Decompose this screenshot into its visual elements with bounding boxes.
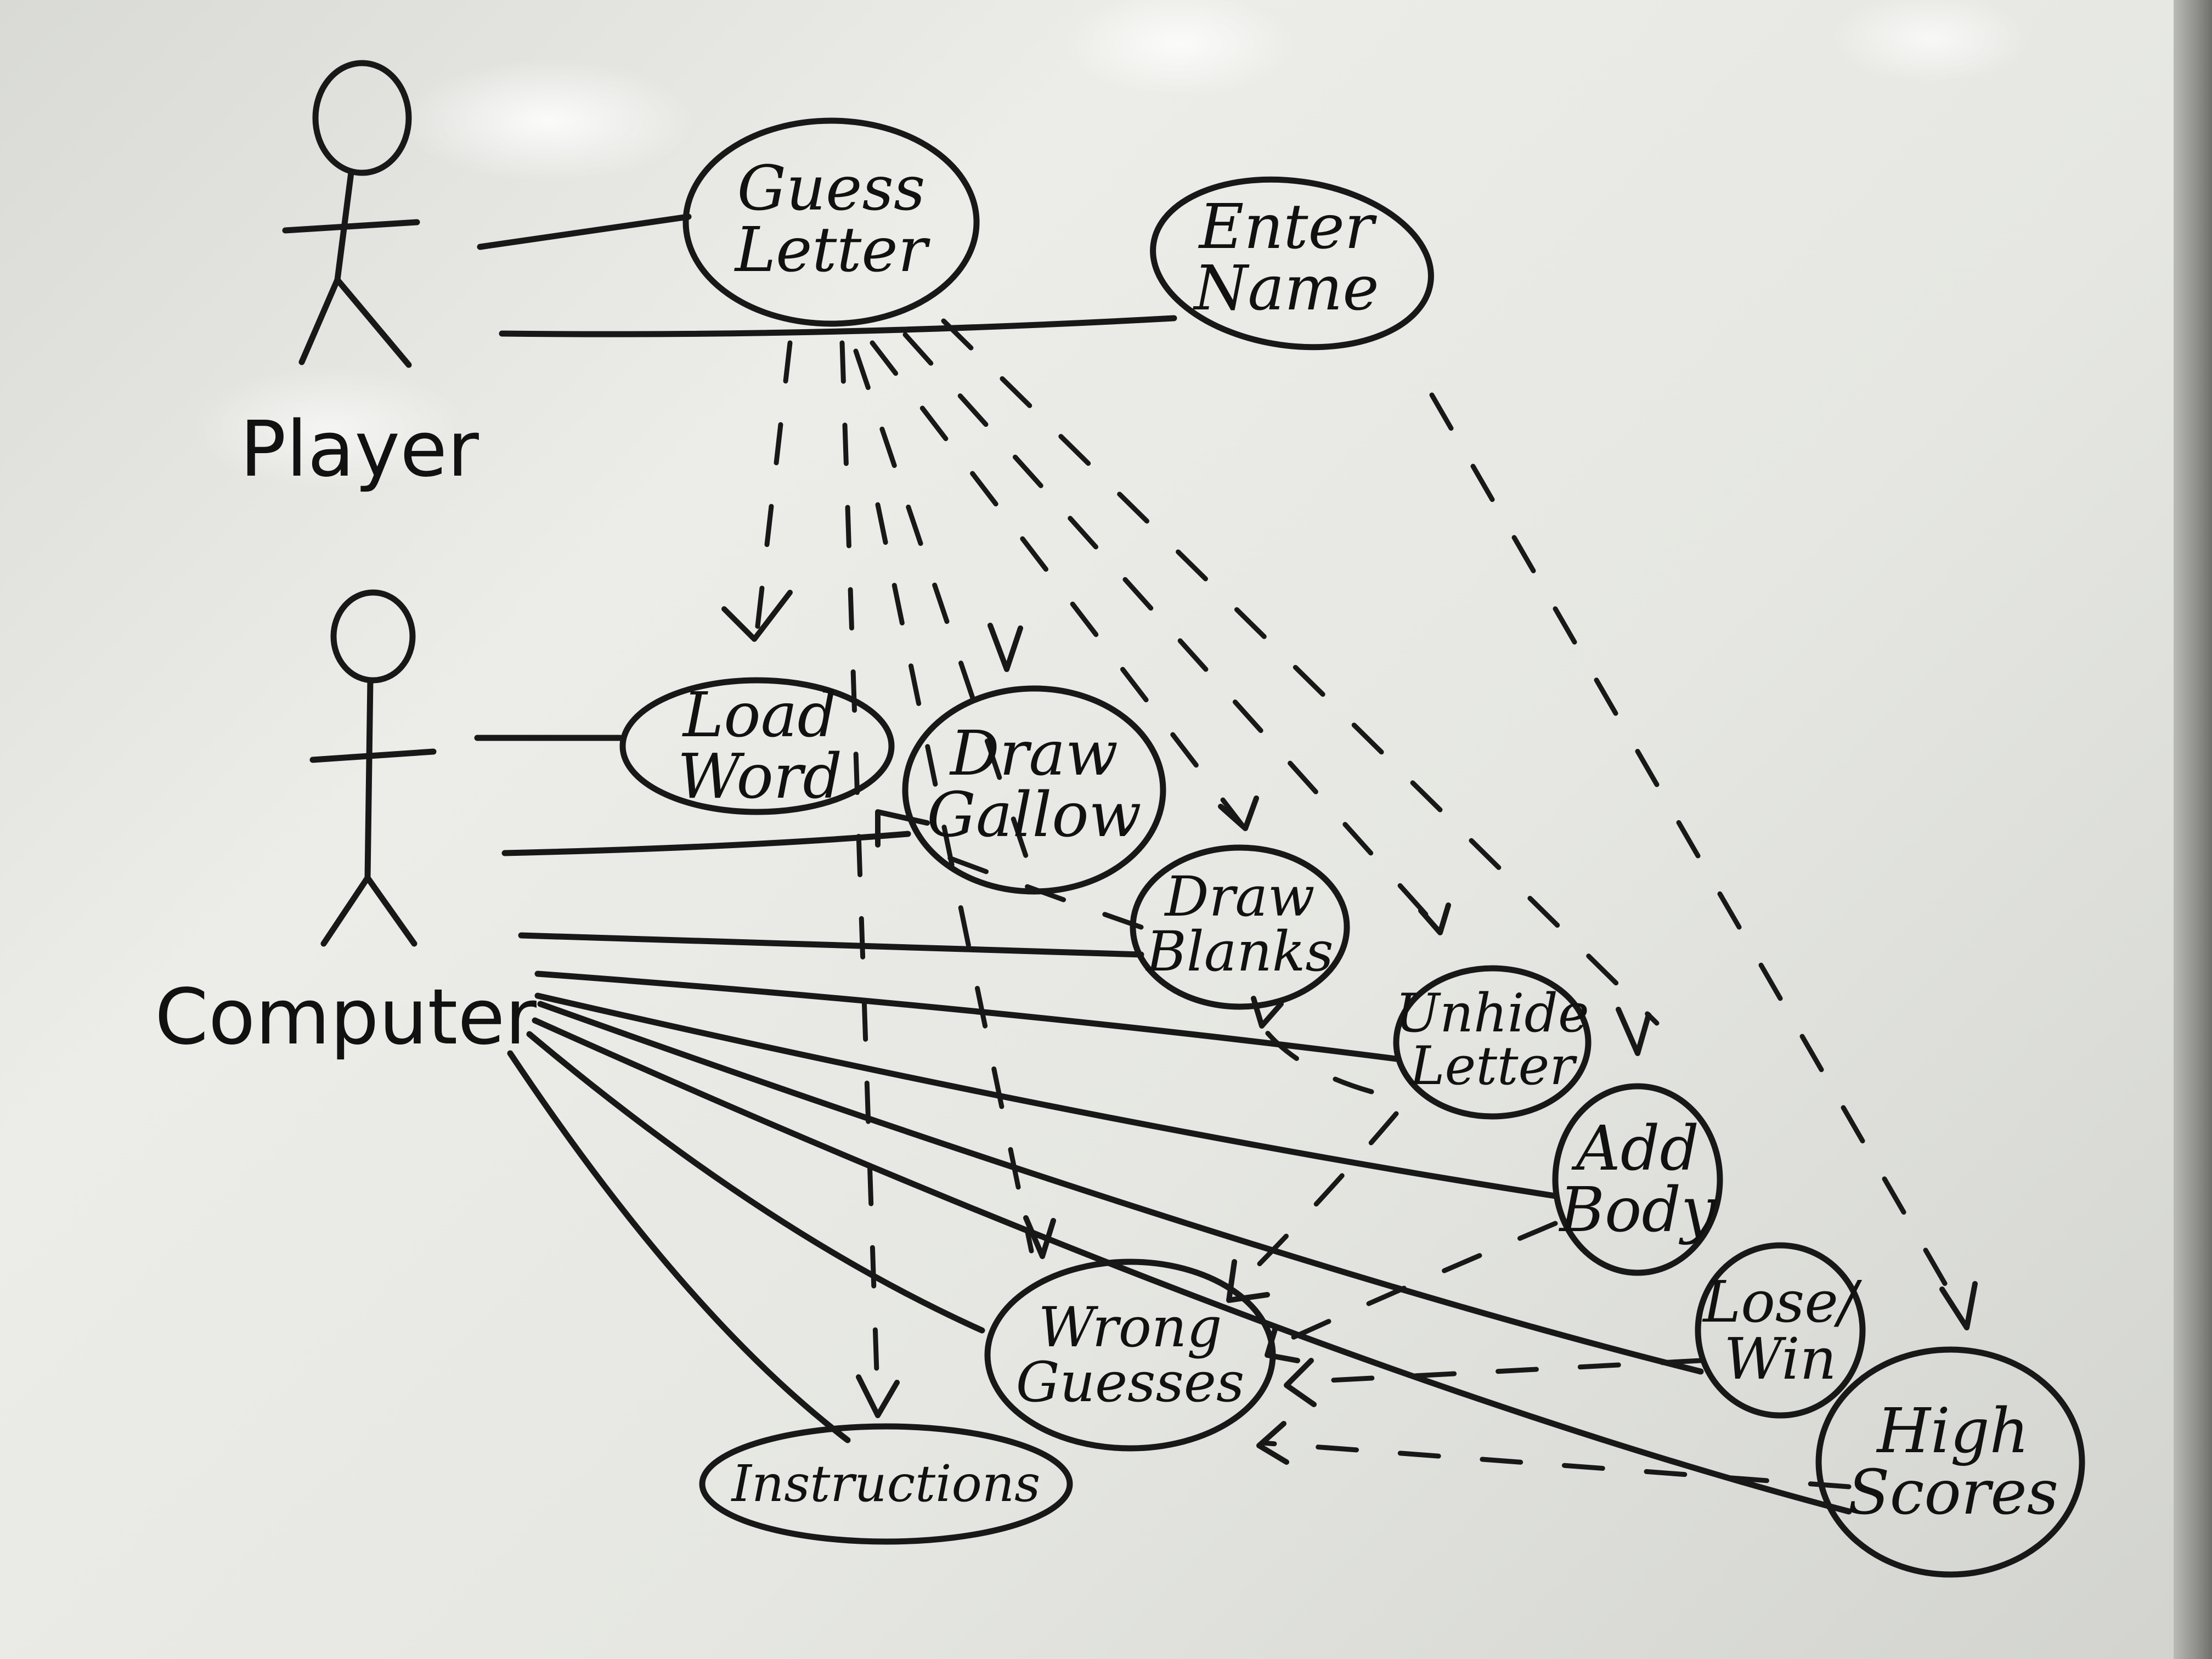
player-guess-letter-association bbox=[477, 213, 692, 250]
load-word-label: Load Word bbox=[677, 680, 843, 812]
whiteboard-frame bbox=[2174, 0, 2212, 1659]
computer-unhide-letter-association bbox=[534, 970, 1400, 1062]
instructions-ellipse bbox=[699, 1423, 1073, 1545]
draw-blanks-label: Draw Blanks bbox=[1146, 865, 1334, 984]
add-body-ellipse bbox=[1552, 1083, 1723, 1276]
draw-gallow-label: Draw Gallow bbox=[927, 718, 1142, 851]
enter-name-label: Enter Name bbox=[1194, 191, 1379, 324]
lose-win-ellipse bbox=[1695, 1242, 1866, 1419]
player-actor-label: Player bbox=[240, 405, 479, 494]
instructions-label: Instructions bbox=[731, 1454, 1041, 1513]
dependency-arrowheads bbox=[721, 590, 1978, 1465]
high-scores-ellipse bbox=[1815, 1346, 2085, 1578]
computer-actor-label: Computer bbox=[155, 973, 537, 1062]
computer-instructions-association bbox=[507, 1050, 851, 1443]
draw-blanks-ellipse bbox=[1130, 844, 1350, 1010]
guess-letter-ellipse bbox=[682, 117, 980, 327]
computer-add-body-association bbox=[534, 992, 1559, 1199]
lose-win-label: Lose/ Win bbox=[1703, 1268, 1858, 1392]
computer-wrong-guesses-association bbox=[526, 1031, 985, 1334]
computer-stick-figure bbox=[309, 589, 437, 947]
high-scores-label: High Scores bbox=[1847, 1396, 2059, 1528]
player-stick-figure bbox=[282, 60, 420, 368]
player-enter-name-association bbox=[499, 315, 1177, 337]
computer-draw-blanks-association bbox=[518, 932, 1144, 958]
wrong-guesses-label: Wrong Guesses bbox=[1015, 1295, 1245, 1414]
extend-dependencies bbox=[941, 853, 1852, 1489]
guess-letter-label: Guess Letter bbox=[735, 153, 928, 286]
load-word-ellipse bbox=[619, 677, 895, 815]
add-body-label: Add Body bbox=[1559, 1113, 1716, 1246]
enter-name-ellipse bbox=[1150, 176, 1434, 351]
unhide-letter-ellipse bbox=[1393, 965, 1592, 1120]
include-dependencies bbox=[754, 318, 1967, 1407]
computer-high-scores-association bbox=[532, 1017, 1852, 1515]
computer-draw-gallow-association bbox=[501, 831, 911, 856]
computer-lose-win-association bbox=[537, 1001, 1704, 1375]
unhide-letter-label: Unhide Letter bbox=[1395, 983, 1589, 1097]
